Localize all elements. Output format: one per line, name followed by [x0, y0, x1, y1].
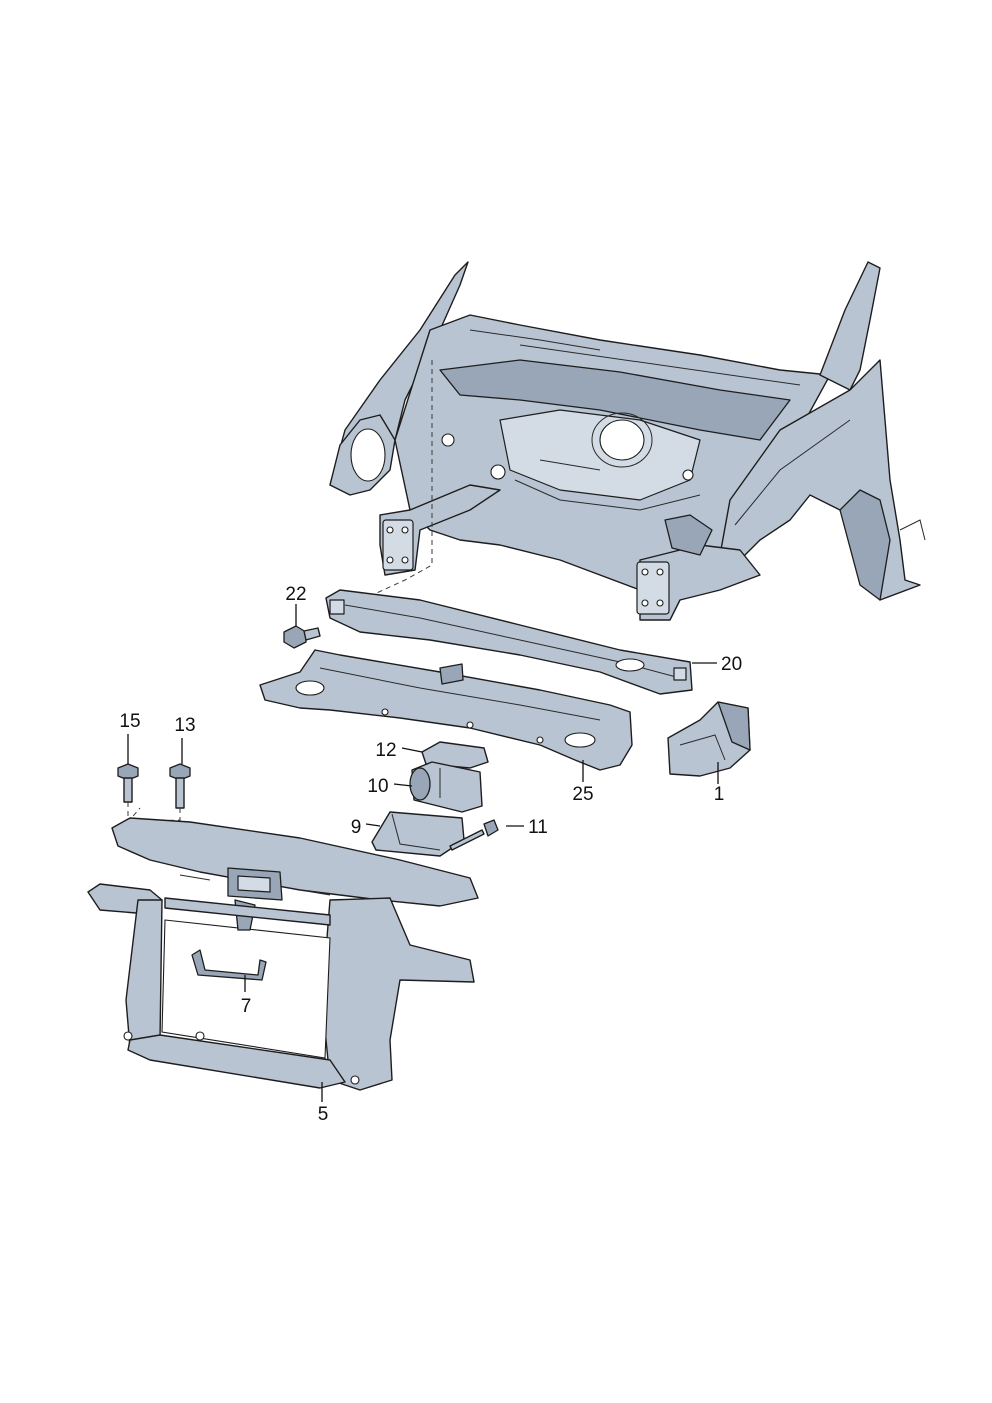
callout-25: 25: [572, 784, 593, 805]
callout-20: 20: [721, 654, 742, 675]
callout-9: 9: [351, 817, 362, 838]
callout-22: 22: [285, 584, 306, 605]
leader-lines: [127, 604, 719, 1102]
callout-1: 1: [714, 784, 725, 805]
part-5-front-end-carrier: [87, 817, 479, 1091]
callout-5: 5: [318, 1104, 329, 1125]
part-11-screw: [449, 819, 499, 851]
callout-15: 15: [119, 711, 140, 732]
part-22-bolt: [283, 625, 321, 649]
callout-11: 11: [528, 817, 548, 838]
callout-12: 12: [375, 740, 396, 761]
vehicle-body-front-end: [329, 261, 926, 621]
part-15-bolt: [117, 763, 139, 803]
callout-7: 7: [241, 996, 252, 1017]
part-9-air-guide: [371, 811, 465, 857]
part-13-bolt: [169, 763, 191, 809]
part-10-air-duct: [409, 761, 483, 813]
part-20-upper-cross-member: [325, 589, 693, 695]
part-7-bracket: [191, 949, 267, 981]
callout-10: 10: [367, 776, 388, 797]
part-25-lower-cross-member: [259, 649, 633, 771]
callout-13: 13: [174, 715, 195, 736]
part-1-bracket: [667, 701, 751, 777]
